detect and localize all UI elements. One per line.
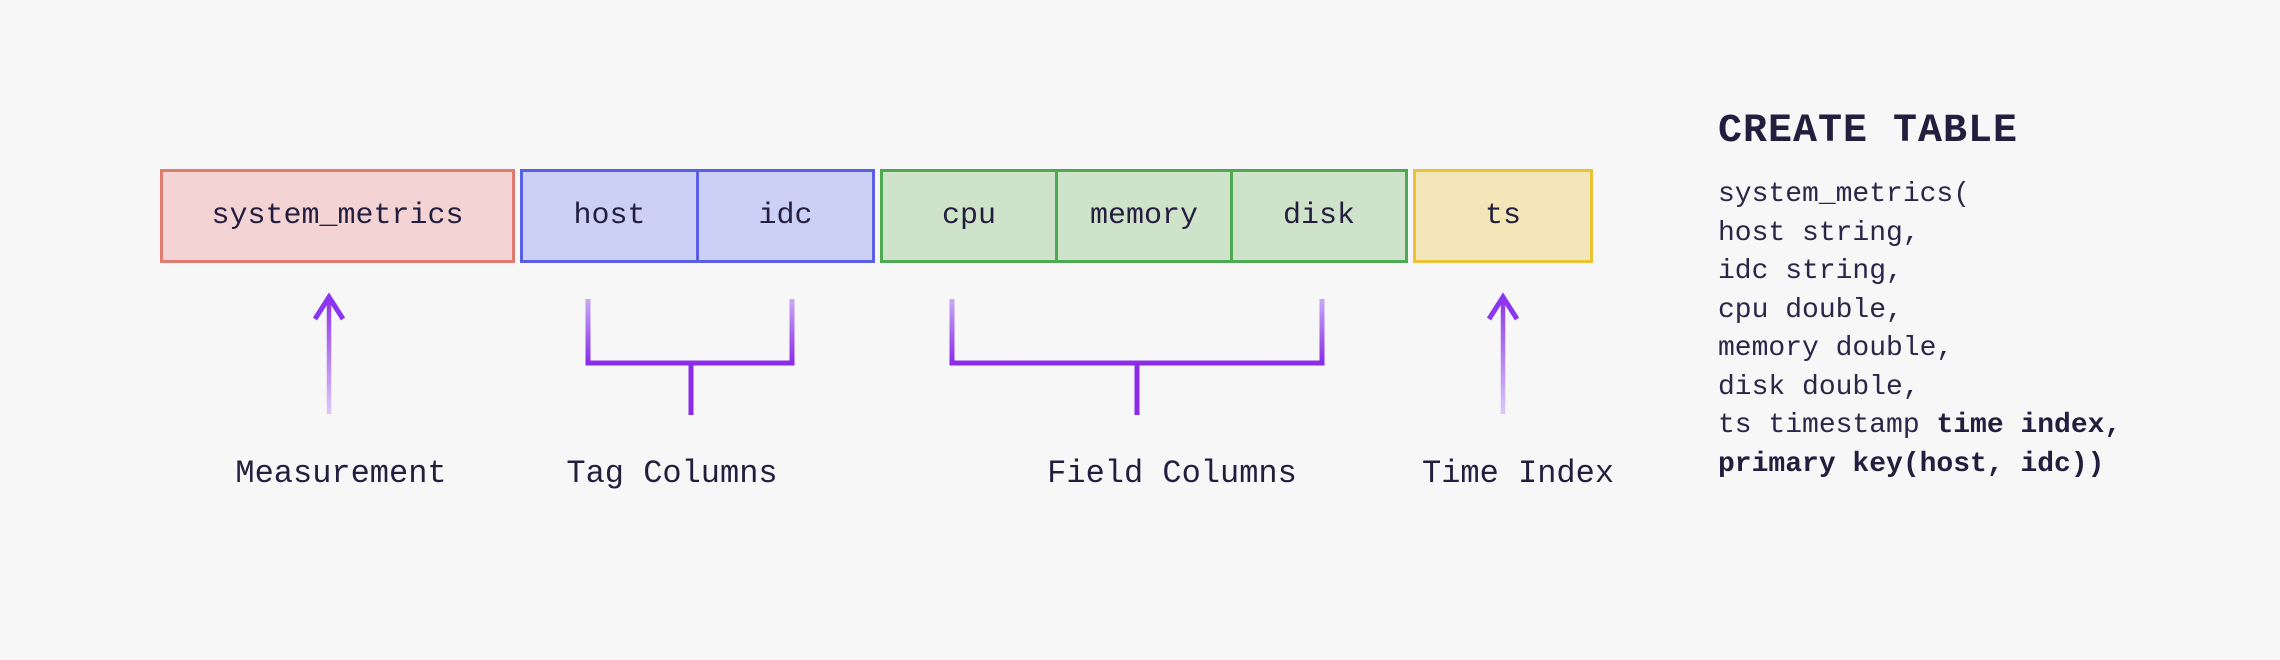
tag-columns-label: Tag Columns: [566, 455, 778, 492]
cell-cpu: cpu: [880, 169, 1058, 263]
cell-disk: disk: [1230, 169, 1408, 263]
field-columns-group: cpu memory disk: [880, 169, 1408, 263]
up-arrow-icon: [312, 292, 346, 414]
cell-idc: idc: [696, 169, 875, 263]
sql-line: host string,: [1718, 217, 1920, 249]
create-table-sql: CREATE TABLE system_metrics( host string…: [1718, 108, 2121, 484]
cell-system-metrics: system_metrics: [160, 169, 515, 263]
sql-body: system_metrics( host string, idc string,…: [1718, 176, 2121, 484]
sql-line: idc string,: [1718, 256, 1903, 287]
sql-line: ts timestamp time index,: [1718, 410, 2122, 441]
field-columns-label: Field Columns: [1047, 455, 1297, 492]
brace-icon: [949, 299, 1325, 415]
measurement-group: system_metrics: [160, 169, 515, 263]
sql-line: disk double,: [1718, 371, 1920, 403]
time-index-group: ts: [1413, 169, 1593, 263]
cell-memory: memory: [1055, 169, 1233, 263]
sql-line: memory double,: [1718, 333, 1954, 364]
measurement-label: Measurement: [235, 455, 447, 492]
sql-line: cpu double,: [1718, 294, 1903, 326]
tag-columns-group: host idc: [520, 169, 875, 263]
cell-ts: ts: [1413, 169, 1593, 263]
time-index-label: Time Index: [1421, 455, 1615, 492]
brace-icon: [585, 299, 795, 415]
up-arrow-icon: [1486, 292, 1520, 414]
sql-line: system_metrics(: [1718, 179, 1971, 210]
cell-host: host: [520, 169, 699, 263]
sql-line: primary key(host, idc)): [1718, 448, 2105, 480]
sql-heading: CREATE TABLE: [1718, 109, 2019, 154]
